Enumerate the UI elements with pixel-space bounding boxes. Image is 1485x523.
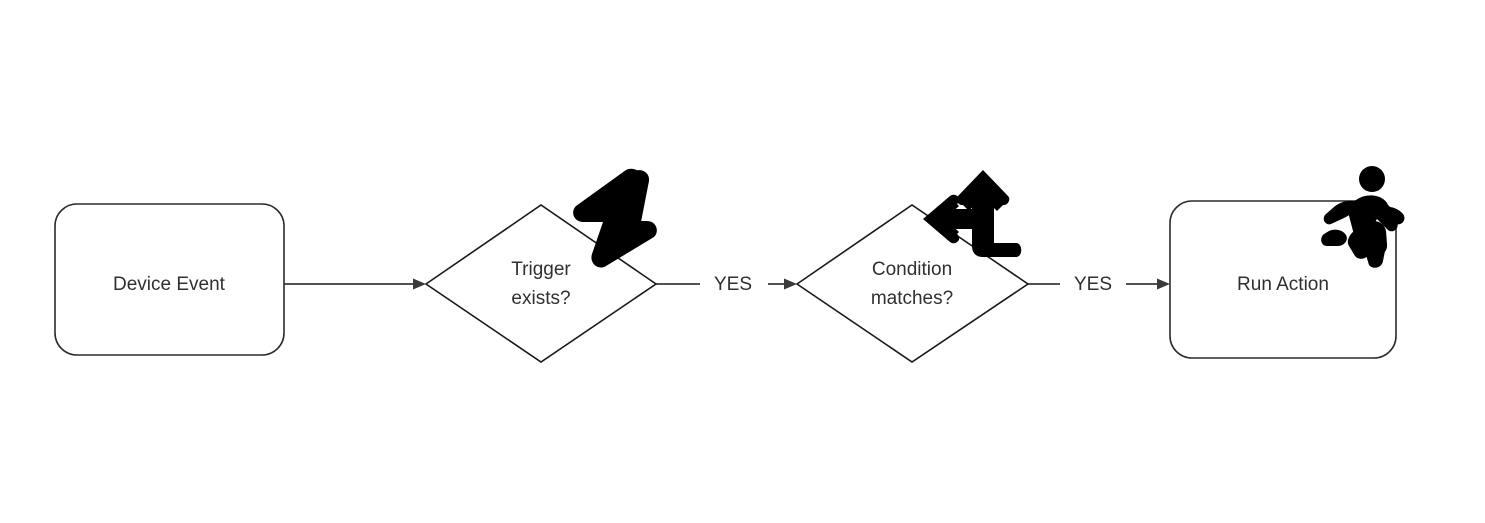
condition-matches-label-line1: Condition (872, 259, 952, 280)
trigger-exists-label-line2: exists? (511, 288, 570, 309)
run-action-label: Run Action (1237, 274, 1329, 295)
edge-label-yes-2: YES (1074, 274, 1112, 295)
edge-trigger-to-condition: YES (656, 274, 797, 295)
node-trigger-exists[interactable]: Trigger exists? (424, 204, 658, 363)
trigger-exists-label-line1: Trigger (511, 259, 571, 280)
edge-2-arrowhead (784, 278, 797, 290)
edge-1-arrowhead (413, 278, 426, 290)
device-event-label: Device Event (113, 274, 226, 295)
node-device-event[interactable]: Device Event (54, 203, 285, 356)
condition-matches-diamond[interactable] (795, 204, 1030, 363)
running-person-icon (1321, 166, 1405, 268)
edge-device-event-to-trigger (284, 278, 426, 290)
trigger-exists-diamond[interactable] (424, 204, 658, 363)
edge-3-arrowhead (1157, 278, 1170, 290)
edge-condition-to-run-action: YES (1028, 274, 1170, 295)
condition-matches-label-line2: matches? (871, 288, 953, 309)
node-condition-matches[interactable]: Condition matches? (795, 204, 1030, 363)
branch-arrow-icon (923, 170, 1022, 257)
device-event-box[interactable] (54, 203, 285, 356)
edge-label-yes-1: YES (714, 274, 752, 295)
lightning-bolt-icon (573, 168, 657, 268)
